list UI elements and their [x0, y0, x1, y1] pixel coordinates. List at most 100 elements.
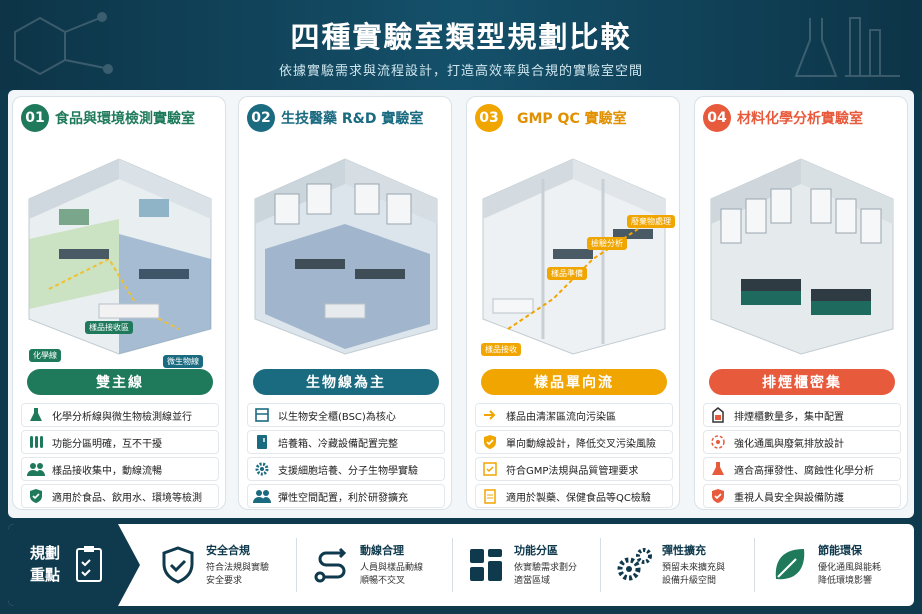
gears-icon: [617, 548, 652, 581]
shield-check-icon: [708, 487, 728, 505]
planning-point-expansion: 彈性擴充 預留未來擴充與設備升級空間: [614, 524, 725, 606]
feature-text: 強化通風與廢氣排放設計: [734, 438, 844, 450]
planning-points-label: 規劃重點: [8, 524, 140, 606]
feature-text: 功能分區明確，互不干擾: [52, 438, 162, 450]
lab-title: 食品與環境檢測實驗室: [55, 111, 195, 127]
point-desc: 符合法規與實驗: [206, 563, 270, 573]
divider: [296, 538, 297, 592]
feature-item: 功能分區明確，互不干擾: [21, 430, 219, 454]
shield-check-icon: [162, 546, 194, 584]
feature-item: 以生物安全櫃(BSC)為核心: [247, 403, 445, 427]
feature-item: 培養箱、冷藏設備配置完整: [247, 430, 445, 454]
lab-card-biotech-rd: 02 生技醫藥 R&D 實驗室 生物線為主 以生物安全櫃(BSC)為核心 培養箱…: [238, 96, 452, 510]
lab-number-badge: 01: [21, 104, 49, 132]
planning-point-flow: 動線合理 人員與樣品動線順暢不交叉: [312, 524, 423, 606]
feature-text: 適用於製藥、保健食品等QC檢驗: [506, 492, 651, 504]
feature-text: 以生物安全櫃(BSC)為核心: [278, 411, 396, 423]
lab-summary-pill: 生物線為主: [253, 369, 439, 395]
feature-item: 單向動線設計，降低交叉污染風險: [475, 430, 673, 454]
feature-item: 樣品由清潔區流向污染區: [475, 403, 673, 427]
divider: [600, 538, 601, 592]
feature-text: 彈性空間配置，利於研發擴充: [278, 492, 408, 504]
feature-item: 支援細胞培養、分子生物學實驗: [247, 457, 445, 481]
feature-item: 重視人員安全與設備防護: [703, 484, 901, 508]
people-icon: [26, 460, 46, 478]
fridge-icon: [252, 433, 272, 451]
feature-text: 單向動線設計，降低交叉污染風險: [506, 438, 656, 450]
point-desc: 人員與樣品動線: [360, 563, 424, 573]
lab-title: GMP QC 實驗室: [517, 111, 627, 127]
feature-item: 適用於製藥、保健食品等QC檢驗: [475, 484, 673, 508]
feature-item: 強化通風與廢氣排放設計: [703, 430, 901, 454]
lab-card-header: 02 生技醫藥 R&D 實驗室: [247, 103, 443, 133]
lab-summary-pill: 樣品單向流: [481, 369, 667, 395]
feature-text: 適用於食品、飲用水、環境等檢測: [52, 492, 202, 504]
lab-title: 生技醫藥 R&D 實驗室: [281, 111, 424, 127]
lab-card-materials-chemistry: 04 材料化學分析實驗室 排煙櫃密集 排煙櫃數量多，集中配置 強化通風與廢氣排放…: [694, 96, 908, 510]
lab-summary-pill: 排煙櫃密集: [709, 369, 895, 395]
test-tubes-icon: [26, 433, 46, 451]
point-title: 彈性擴充: [662, 544, 706, 557]
planning-point-safety: 安全合規 符合法規與實驗安全要求: [158, 524, 269, 606]
feature-text: 適合高揮發性、腐蝕性化學分析: [734, 465, 874, 477]
flask-icon: [26, 406, 46, 424]
feature-item: 適用於食品、飲用水、環境等檢測: [21, 484, 219, 508]
feature-text: 符合GMP法規與品質管理要求: [506, 465, 639, 477]
divider: [754, 538, 755, 592]
lab-title: 材料化學分析實驗室: [737, 111, 863, 127]
lab-number-badge: 04: [703, 104, 731, 132]
feature-text: 樣品接收集中，動線流暢: [52, 465, 162, 477]
feature-item: 樣品接收集中，動線流暢: [21, 457, 219, 481]
flask-icon: [708, 460, 728, 478]
shield-check-icon: [26, 487, 46, 505]
feature-text: 重視人員安全與設備防護: [734, 492, 844, 504]
header-banner: 四種實驗室類型規劃比較 依據實驗需求與流程設計，打造高效率與合規的實驗室空間: [0, 0, 922, 90]
lab-floorplan-illustration: [28, 158, 212, 355]
grid-icon: [470, 549, 502, 581]
point-desc: 順暢不交叉: [360, 576, 406, 586]
shield-check-icon: [480, 433, 500, 451]
airflow-icon: [708, 433, 728, 451]
lab-feature-list: 以生物安全櫃(BSC)為核心 培養箱、冷藏設備配置完整 支援細胞培養、分子生物學…: [247, 403, 445, 511]
feature-text: 支援細胞培養、分子生物學實驗: [278, 465, 418, 477]
point-desc: 適當區域: [514, 576, 551, 586]
point-desc: 設備升級空間: [662, 576, 717, 586]
lab-card-header: 04 材料化學分析實驗室: [703, 103, 899, 133]
feature-text: 培養箱、冷藏設備配置完整: [278, 438, 398, 450]
feature-item: 彈性空間配置，利於研發擴充: [247, 484, 445, 508]
flow-tag-sample-receipt: 樣品接收: [481, 343, 521, 356]
zone-tag-chemistry: 化學線: [29, 349, 61, 362]
feature-text: 排煙櫃數量多，集中配置: [734, 411, 844, 423]
divider: [452, 538, 453, 592]
flow-tag-waste: 廢棄物處理: [627, 215, 675, 228]
zone-tag-sample-reception: 樣品接收區: [85, 321, 133, 334]
point-title: 安全合規: [206, 544, 250, 557]
cabinet-icon: [252, 406, 272, 424]
point-title: 功能分區: [514, 544, 558, 557]
point-desc: 預留未來擴充與: [662, 563, 726, 573]
point-desc: 依實驗需求劃分: [514, 563, 578, 573]
point-desc: 優化通風與能耗: [818, 563, 882, 573]
label-line: 規劃: [30, 544, 61, 562]
clipboard-icon: [76, 546, 102, 582]
lab-card-header: 01 食品與環境檢測實驗室: [21, 103, 217, 133]
flow-tag-analysis: 檢驗分析: [587, 237, 627, 250]
planning-point-eco: 節能環保 優化通風與能耗降低環境影響: [770, 524, 881, 606]
lab-floorplan-illustration: [254, 158, 438, 355]
lab-card-gmp-qc: 03 GMP QC 實驗室 樣品接收 樣品準備 檢驗分析 廢棄物處理 樣品單向流…: [466, 96, 680, 510]
point-desc: 安全要求: [206, 576, 243, 586]
lab-feature-list: 排煙櫃數量多，集中配置 強化通風與廢氣排放設計 適合高揮發性、腐蝕性化學分析 重…: [703, 403, 901, 511]
lab-feature-list: 樣品由清潔區流向污染區 單向動線設計，降低交叉污染風險 符合GMP法規與品質管理…: [475, 403, 673, 511]
arrow-right-icon: [480, 406, 500, 424]
lab-feature-list: 化學分析線與微生物檢測線並行 功能分區明確，互不干擾 樣品接收集中，動線流暢 適…: [21, 403, 219, 511]
feature-item: 排煙櫃數量多，集中配置: [703, 403, 901, 427]
checklist-icon: [480, 460, 500, 478]
page-subtitle: 依據實驗需求與流程設計，打造高效率與合規的實驗室空間: [278, 64, 643, 79]
zone-tag-microbiology: 微生物線: [163, 355, 203, 368]
lab-summary-pill: 雙主線: [27, 369, 213, 395]
lab-floorplan-illustration: [710, 158, 894, 355]
point-desc: 降低環境影響: [818, 576, 873, 586]
feature-text: 樣品由清潔區流向污染區: [506, 411, 616, 423]
leaf-icon: [775, 549, 805, 580]
label-line: 重點: [30, 566, 61, 584]
